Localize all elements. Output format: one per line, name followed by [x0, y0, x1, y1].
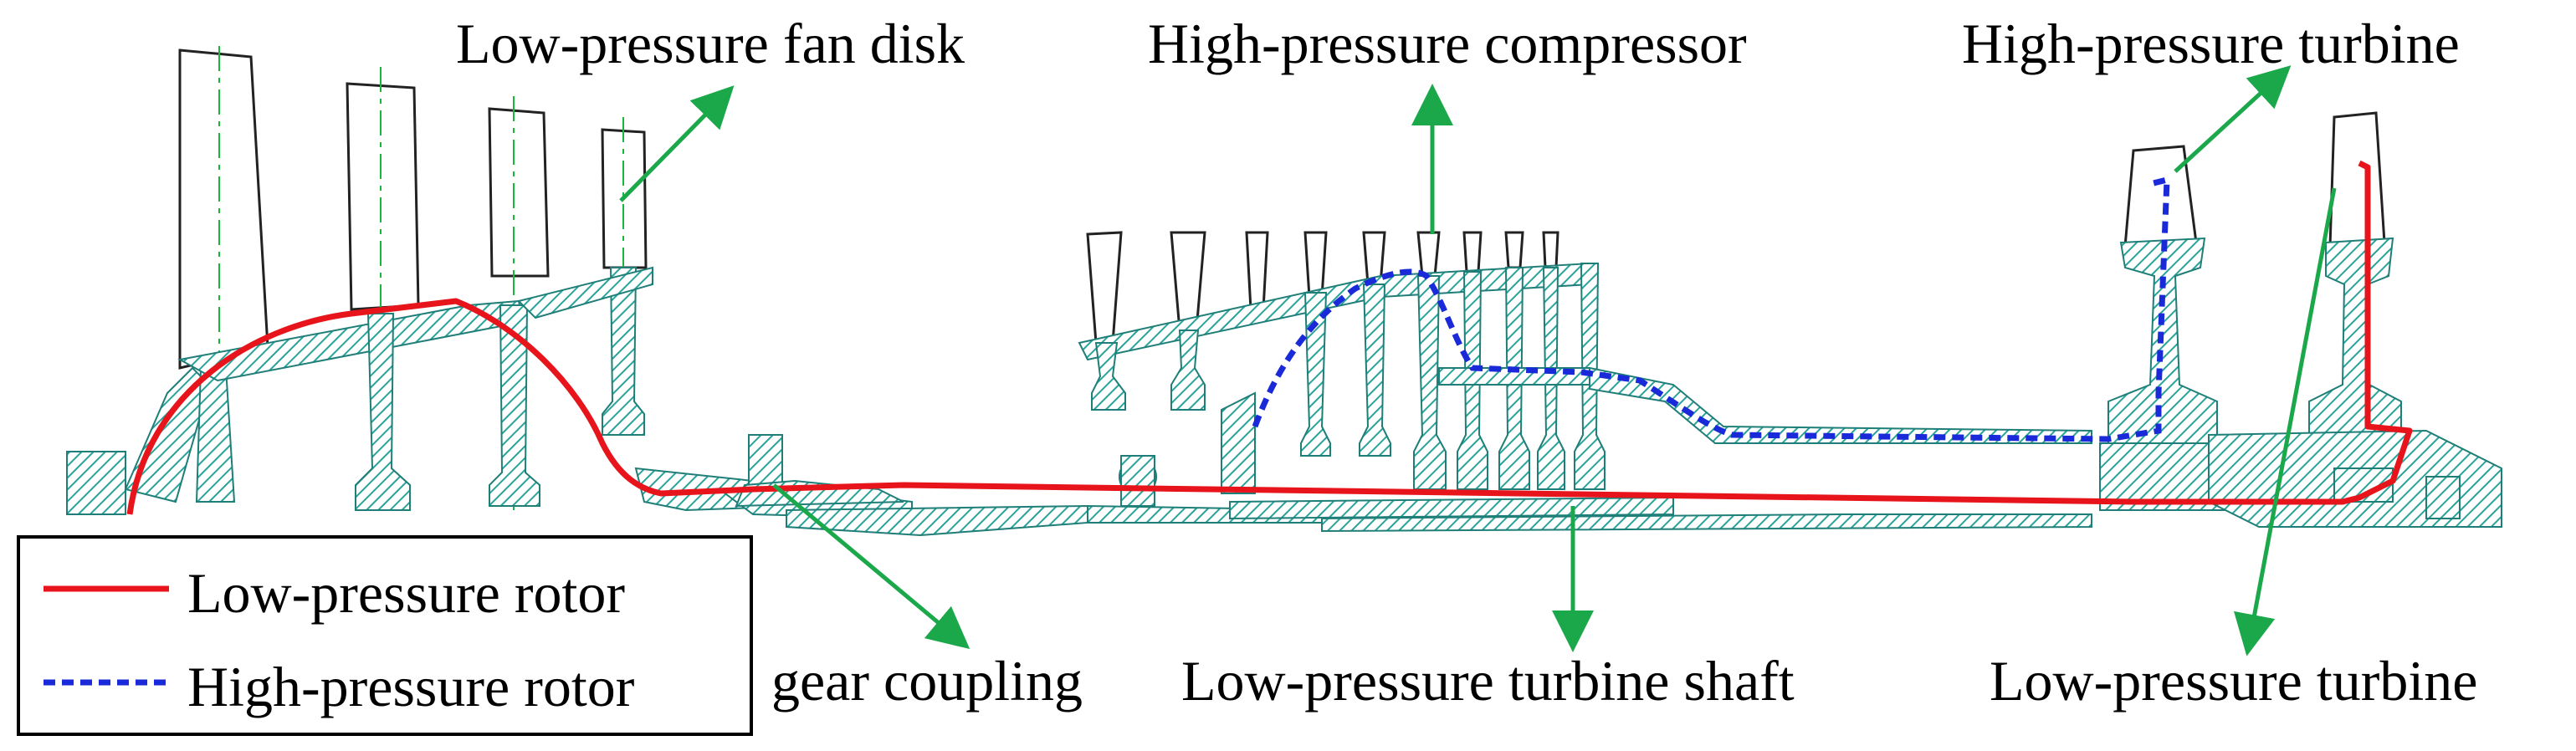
- fan-centerlines: [218, 46, 624, 510]
- label-hp-compressor: High-pressure compressor: [1148, 12, 1747, 75]
- lp-turbine: [2208, 111, 2502, 528]
- legend-swatch-hp-rotor: [44, 679, 169, 686]
- fan-blades: [178, 49, 648, 370]
- legend: Low-pressure rotor High-pressure rotor: [17, 535, 753, 736]
- legend-item-hp-rotor: High-pressure rotor: [20, 641, 750, 724]
- fan-disk-structure: [66, 266, 913, 520]
- legend-item-lp-rotor: Low-pressure rotor: [20, 547, 750, 631]
- label-hp-turbine: High-pressure turbine: [1962, 12, 2460, 75]
- arrow-gear-coupling: [772, 483, 970, 650]
- legend-label-hp-rotor: High-pressure rotor: [187, 655, 635, 718]
- low-pressure-rotor-line: [126, 160, 2413, 515]
- hp-compressor-disks: [1078, 262, 2092, 520]
- annotation-arrows: [619, 65, 2337, 656]
- label-gear-coupling: gear coupling: [771, 649, 1083, 713]
- arrow-lp-turbine: [2234, 187, 2337, 656]
- label-lp-fan-disk: Low-pressure fan disk: [456, 12, 965, 75]
- high-pressure-rotor-line: [1252, 176, 2170, 442]
- arrow-hp-turbine: [2174, 65, 2292, 173]
- arrow-lp-fan-disk: [619, 85, 735, 202]
- label-lp-turbine-shaft: Low-pressure turbine shaft: [1181, 649, 1795, 713]
- legend-label-lp-rotor: Low-pressure rotor: [187, 561, 626, 625]
- label-lp-turbine: Low-pressure turbine: [1990, 649, 2478, 713]
- legend-swatch-lp-rotor: [44, 585, 169, 592]
